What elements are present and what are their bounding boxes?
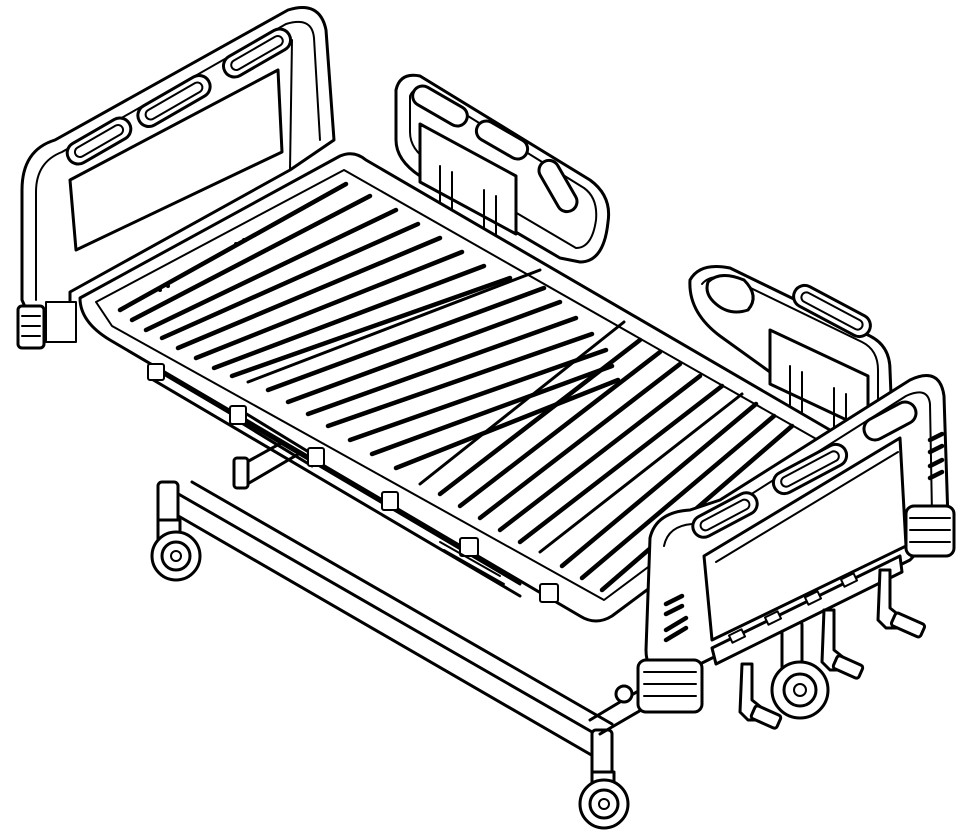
caster-wheel-front xyxy=(578,770,630,830)
mattress-platform xyxy=(78,152,840,623)
front-side-rail xyxy=(688,265,894,432)
caster-wheel-left xyxy=(150,518,202,582)
crank-handles xyxy=(738,568,927,730)
crank-handle xyxy=(738,662,783,730)
deck-slats xyxy=(117,181,795,593)
base-frame xyxy=(156,414,650,782)
crank-handle xyxy=(820,608,865,680)
footboard xyxy=(636,374,956,714)
rear-side-rail xyxy=(394,73,611,264)
under-deck-linkage xyxy=(147,363,559,603)
caster-wheel-right xyxy=(770,618,830,720)
headboard xyxy=(16,6,336,350)
crank-handle xyxy=(876,568,927,639)
